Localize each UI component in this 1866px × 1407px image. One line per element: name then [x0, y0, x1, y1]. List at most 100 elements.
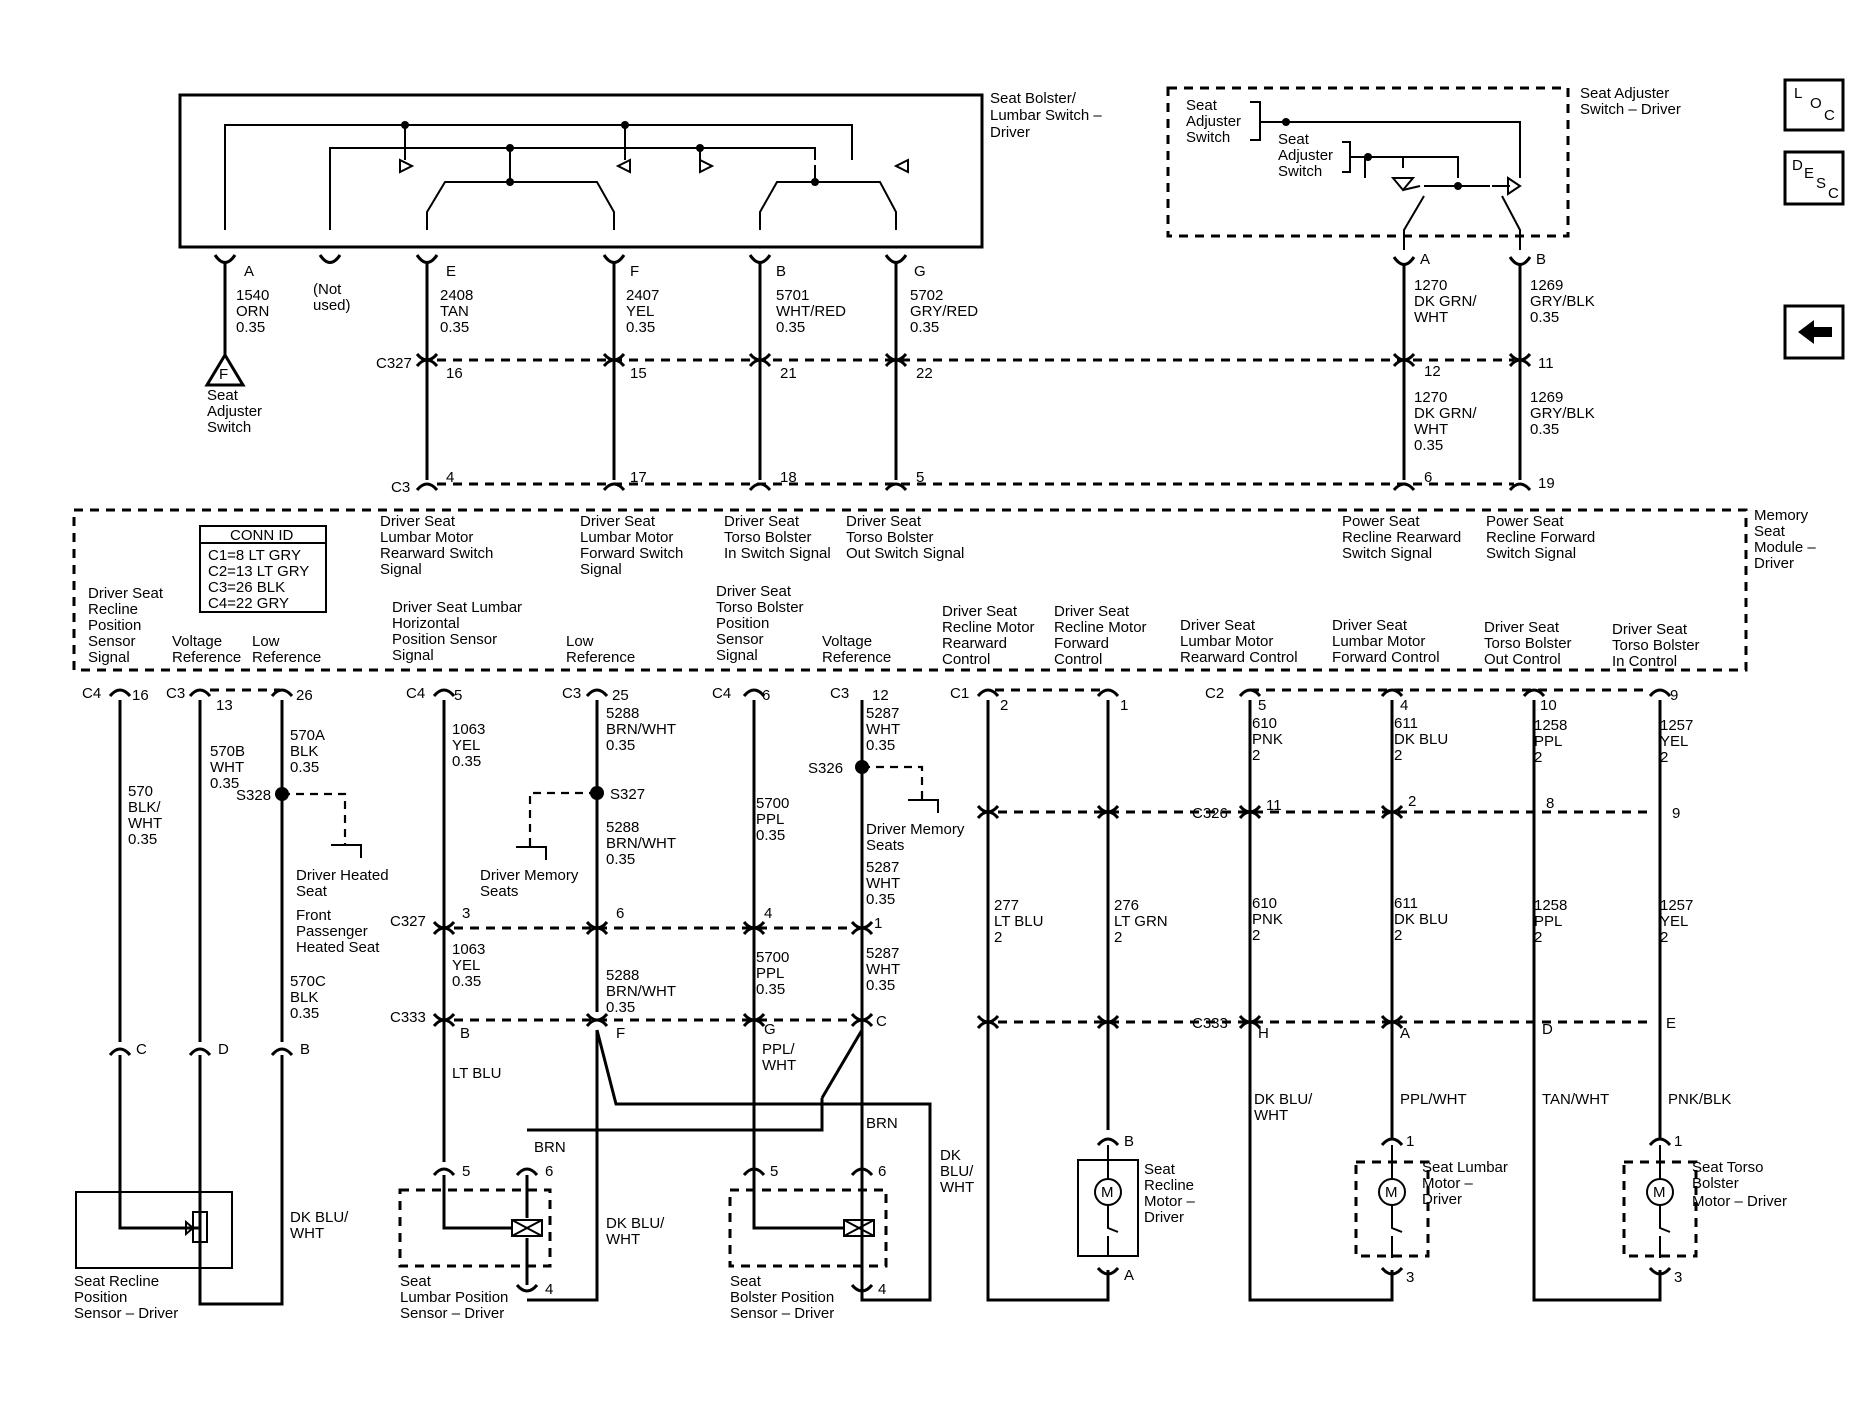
c3-top-pin: 19 [1538, 475, 1555, 492]
desc-letter: E [1804, 165, 1814, 182]
c333-right-pin: H [1258, 1025, 1269, 1042]
wire-label-w570: WHT [128, 815, 162, 832]
module-bottom-label: Rearward Control [1180, 649, 1298, 666]
c3-top-pin: 5 [916, 469, 924, 486]
connector-c3-top: C3 4 17 18 5 6 19 [391, 469, 1555, 496]
adj-inner2-1: Seat [1278, 131, 1310, 148]
module-bottom-label: Recline Motor [1054, 619, 1147, 636]
mid-wire-1270: 0.35 [1414, 437, 1443, 454]
color-ppl-wht: WHT [762, 1057, 796, 1074]
back-arrow-icon [1798, 320, 1832, 344]
wire-label-w610a: PNK [1252, 731, 1283, 748]
module-bottom-label: Position [716, 615, 769, 632]
wire-5701-size: 0.35 [776, 319, 805, 336]
module-bottom-label: Driver Seat [1180, 617, 1256, 634]
color-dkblu-wht: DK BLU/ [290, 1209, 349, 1226]
connector-pin-arc [976, 688, 1000, 698]
bottom-pin-num: 13 [216, 697, 233, 714]
back-button[interactable] [1783, 304, 1845, 360]
module-title-3: Module – [1754, 539, 1816, 556]
wire-label-w570: 0.35 [128, 831, 157, 848]
module-bottom-label: Horizontal [392, 615, 460, 632]
wire-label-w570b: 570B [210, 743, 245, 760]
color-ppl-wht: PPL/WHT [1400, 1091, 1467, 1108]
loc-button[interactable]: L O C [1783, 78, 1845, 132]
mid-wire-1269: 1269 [1530, 389, 1563, 406]
wire-label-w611a: 2 [1394, 747, 1402, 764]
module-bottom-label: Rearward [942, 635, 1007, 652]
not-used-1: (Not [313, 281, 342, 298]
c333-left-pin: G [764, 1021, 776, 1038]
heated-label: Driver Heated [296, 867, 389, 884]
module-top-label: Forward Switch [580, 545, 683, 562]
connector-pin-mark [585, 1012, 609, 1028]
memory-label: Driver Memory [480, 867, 579, 884]
recline-motor-label: Driver [1144, 1209, 1184, 1226]
module-top-label: Recline Rearward [1342, 529, 1461, 546]
c333-left-pin: B [460, 1025, 470, 1042]
c3-top-pin: 6 [1424, 469, 1432, 486]
module-bottom-label: Reference [172, 649, 241, 666]
wire-label-w5288b: 0.35 [606, 851, 635, 868]
bottom-conn: C3 [562, 685, 581, 702]
module-bottom-label: Lumbar Motor [1332, 633, 1425, 650]
bottom-pin-num: 26 [296, 687, 313, 704]
module-top-label: Driver Seat [380, 513, 456, 530]
module-bottom-label: Sensor [88, 633, 136, 650]
module-bottom-label: Recline Motor [942, 619, 1035, 636]
module-bottom-label: Reference [566, 649, 635, 666]
c327-low-label: C327 [390, 913, 426, 930]
wire-label-w611a: 611 [1394, 715, 1418, 732]
motor-pin: 3 [1674, 1269, 1682, 1286]
c327-low-pin: 3 [462, 905, 470, 922]
wire-label-w1258a: PPL [1534, 733, 1562, 750]
front-heated-label: Heated Seat [296, 939, 380, 956]
lumbar-sensor-label: Lumbar Position [400, 1289, 508, 1306]
wire-label-w5288c: 5288 [606, 967, 639, 984]
motor-icon: M [1385, 1184, 1398, 1201]
bolster-switch-title-2: Lumbar Switch – [990, 107, 1102, 124]
connector-pin-arc [1380, 688, 1404, 698]
wire-1270-num: 1270 [1414, 277, 1447, 294]
c327-top-pin: 21 [780, 365, 797, 382]
splice-s328: S328 [236, 787, 271, 804]
wire-2407-size: 0.35 [626, 319, 655, 336]
recline-motor-label: Recline [1144, 1177, 1194, 1194]
c333-right-pin: A [1400, 1025, 1410, 1042]
memory-seat-module: Memory Seat Module – Driver CONN ID C1=8… [72, 507, 1816, 672]
heated-label: Seat [296, 883, 328, 900]
desc-button[interactable]: D E S C [1783, 150, 1845, 206]
module-bottom-label: Torso Bolster [716, 599, 804, 616]
c326-pin: 2 [1408, 793, 1416, 810]
mid-wire-1270: 1270 [1414, 389, 1447, 406]
lumbar-sensor-label: Seat [400, 1273, 432, 1290]
module-title-4: Driver [1754, 555, 1794, 572]
loc-letter: O [1810, 95, 1822, 112]
wire-2407-color: YEL [626, 303, 654, 320]
bottom-pin-num: 4 [1400, 697, 1408, 714]
wire-label-w1063a: 0.35 [452, 753, 481, 770]
wire-1540-size: 0.35 [236, 319, 265, 336]
wire-5701-num: 5701 [776, 287, 809, 304]
module-bottom-label: Signal [392, 647, 434, 664]
adj-pin-B: B [1536, 251, 1546, 268]
bottom-conn: C1 [950, 685, 969, 702]
bottom-pin-num: 5 [454, 687, 462, 704]
wire-label-w1257b: 1257 [1660, 897, 1693, 914]
wire-label-w5700b: 5700 [756, 949, 789, 966]
wire-label-w570: BLK/ [128, 799, 161, 816]
color-brn: BRN [534, 1139, 566, 1156]
bottom-pin-num: 12 [872, 687, 889, 704]
module-bottom-label: Forward Control [1332, 649, 1440, 666]
bolster-sensor-label: Bolster Position [730, 1289, 834, 1306]
wire-label-w610a: 2 [1252, 747, 1260, 764]
connector-pin-arc [432, 688, 456, 698]
recline-motor-label: Seat [1144, 1161, 1176, 1178]
bottom-conn: C3 [166, 685, 185, 702]
wire-label-w611a: DK BLU [1394, 731, 1448, 748]
module-bottom-label: Position [88, 617, 141, 634]
c326-pin: 9 [1672, 805, 1680, 822]
adjuster-title-1: Seat Adjuster [1580, 85, 1669, 102]
module-bottom-label: Driver Seat [1332, 617, 1408, 634]
